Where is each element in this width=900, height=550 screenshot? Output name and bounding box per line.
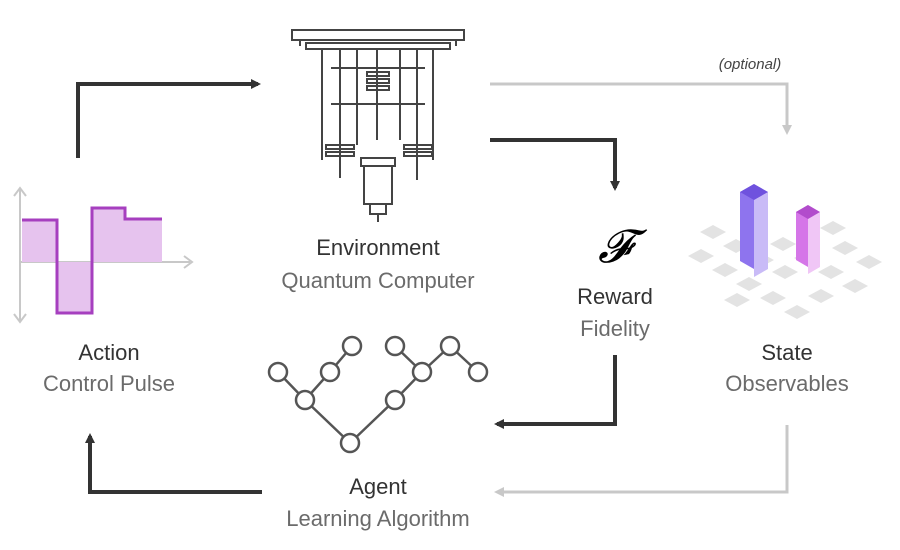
agent-title: Agent: [349, 474, 407, 499]
arrow-reward-to-agent: [494, 355, 617, 429]
arrow-state-to-agent: [494, 425, 789, 497]
environment-title: Environment: [316, 235, 440, 260]
reward-title: Reward: [577, 284, 653, 309]
arrow-agent-to-action: [85, 433, 262, 494]
arrow-environment-to-state-optional: [490, 82, 792, 135]
quantum-computer-cryostat-icon: [291, 29, 465, 222]
neural-network-tree-icon: [267, 335, 489, 454]
state-subtitle: Observables: [725, 371, 849, 396]
arrow-environment-to-reward: [490, 138, 620, 191]
action-subtitle: Control Pulse: [42, 371, 176, 396]
state-title: State: [761, 340, 813, 365]
action-title: Action: [78, 340, 140, 365]
control-pulse-waveform-icon: [13, 186, 194, 324]
fidelity-symbol: 𝓕: [598, 219, 648, 273]
3d-histogram-observables-icon: [688, 184, 882, 319]
optional-label: (optional): [718, 56, 782, 73]
environment-subtitle: Quantum Computer: [281, 268, 475, 293]
arrow-action-to-environment: [76, 79, 261, 158]
agent-subtitle: Learning Algorithm: [286, 506, 470, 531]
reward-subtitle: Fidelity: [580, 316, 650, 341]
